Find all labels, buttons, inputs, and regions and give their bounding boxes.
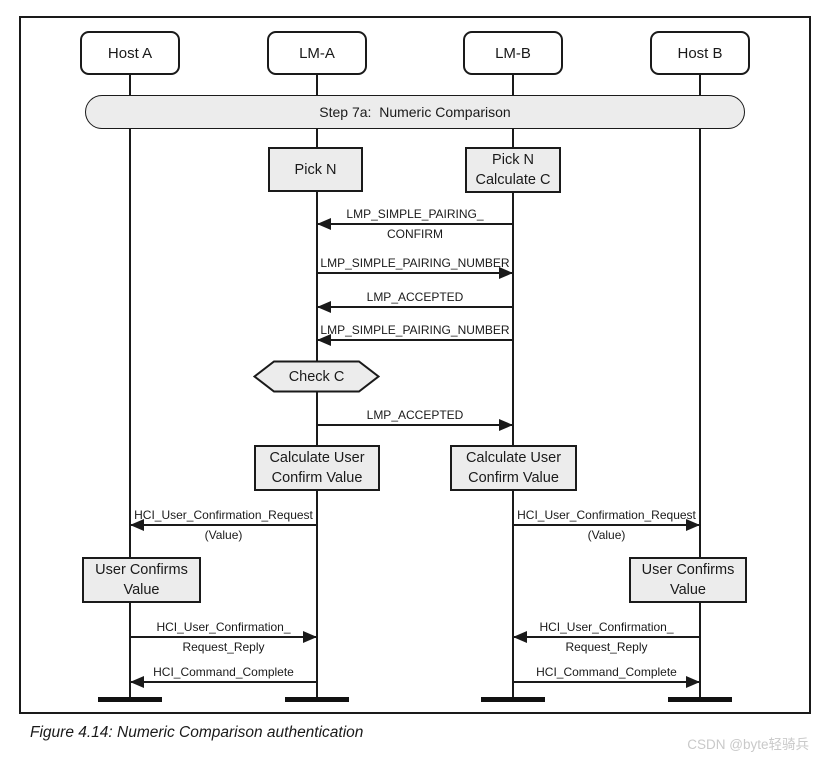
msg-lmp-simple-pairing-number-2-line — [317, 339, 513, 341]
user-confirms-value-hosta-label-1: User Confirms — [95, 562, 188, 578]
msg-hci-user-confirmation-request-b-line — [513, 524, 700, 526]
msg-hci-user-confirmation-request-b-label-2: (Value) — [587, 528, 626, 542]
pick-n-calc-c-box-lmb: Pick N Calculate C — [465, 147, 561, 193]
actor-box-host-a: Host A — [80, 31, 180, 75]
msg-hci-user-confirmation-reply-b-label-1: HCI_User_Confirmation_ — [539, 620, 674, 634]
calc-user-confirm-lma-label-1: Calculate User — [269, 450, 365, 466]
msg-lmp-simple-pairing-confirm-line — [317, 223, 513, 225]
msg-hci-command-complete-a-line — [130, 681, 317, 683]
check-c-hexagon-shape — [252, 360, 381, 393]
terminator-lm-b — [481, 697, 545, 702]
msg-lmp-simple-pairing-confirm-label-1: LMP_SIMPLE_PAIRING_ — [346, 207, 484, 221]
actor-box-lm-b: LM-B — [463, 31, 563, 75]
msg-lmp-accepted-2-label-1: LMP_ACCEPTED — [366, 408, 464, 422]
pick-n-calc-c-box-lmb-label-2: Calculate C — [475, 172, 551, 188]
actor-label-host-a: Host A — [107, 44, 153, 62]
msg-lmp-simple-pairing-number-2-label-1: LMP_SIMPLE_PAIRING_NUMBER — [320, 323, 510, 337]
figure-caption: Figure 4.14: Numeric Comparison authenti… — [30, 724, 364, 741]
msg-hci-user-confirmation-request-a-line — [130, 524, 317, 526]
msg-lmp-simple-pairing-number-2-arrowhead — [317, 334, 331, 346]
msg-hci-command-complete-b-line — [513, 681, 700, 683]
user-confirms-value-hostb-label-1: User Confirms — [641, 562, 735, 578]
step-banner: Step 7a: Numeric Comparison — [85, 95, 745, 129]
actor-label-host-b: Host B — [677, 44, 723, 62]
msg-hci-user-confirmation-request-a-label-1: HCI_User_Confirmation_Request — [134, 508, 313, 522]
msg-hci-user-confirmation-reply-a-label-1: HCI_User_Confirmation_ — [156, 620, 291, 634]
msg-lmp-accepted-1-label-1: LMP_ACCEPTED — [366, 290, 464, 304]
step-banner-label: Step 7a: Numeric Comparison — [319, 104, 511, 120]
check-c-hexagon: Check C — [252, 360, 381, 393]
terminator-lm-a — [285, 697, 349, 702]
msg-lmp-simple-pairing-number-1-arrowhead — [499, 267, 513, 279]
terminator-host-a — [98, 697, 162, 702]
msg-lmp-accepted-2-line — [317, 424, 513, 426]
user-confirms-value-hostb-label-2: Value — [669, 582, 706, 598]
msg-hci-user-confirmation-reply-a-label-2: Request_Reply — [182, 640, 265, 654]
calc-user-confirm-lmb-label-1: Calculate User — [465, 450, 562, 466]
lifeline-host-b — [699, 75, 701, 700]
lifeline-lm-b — [512, 75, 514, 700]
pick-n-box-lma: Pick N — [268, 147, 363, 192]
msg-lmp-accepted-1-line — [317, 306, 513, 308]
msg-hci-user-confirmation-request-b-arrowhead — [686, 519, 700, 531]
user-confirms-value-hosta-label-2: Value — [123, 582, 160, 598]
watermark-text: CSDN @byte轻骑兵 — [687, 737, 809, 752]
pick-n-box-lma-label-1: Pick N — [294, 161, 337, 178]
msg-lmp-accepted-2-arrowhead — [499, 419, 513, 431]
actor-box-lm-a: LM-A — [267, 31, 367, 75]
msg-hci-user-confirmation-request-b-label-1: HCI_User_Confirmation_Request — [517, 508, 696, 522]
calc-user-confirm-lma-label-2: Confirm Value — [271, 470, 363, 486]
actor-box-host-b: Host B — [650, 31, 750, 75]
msg-lmp-simple-pairing-number-1-label-1: LMP_SIMPLE_PAIRING_NUMBER — [320, 256, 510, 270]
pick-n-calc-c-box-lmb-label-1: Pick N — [492, 152, 534, 168]
msg-lmp-simple-pairing-number-1-line — [317, 272, 513, 274]
msg-hci-user-confirmation-reply-a-arrowhead — [303, 631, 317, 643]
msg-hci-user-confirmation-reply-b-arrowhead — [513, 631, 527, 643]
msg-lmp-accepted-1-arrowhead — [317, 301, 331, 313]
msg-hci-user-confirmation-request-a-arrowhead — [130, 519, 144, 531]
msg-hci-user-confirmation-reply-b-line — [513, 636, 700, 638]
msg-hci-command-complete-a-arrowhead — [130, 676, 144, 688]
msg-hci-command-complete-b-arrowhead — [686, 676, 700, 688]
lifeline-host-a — [129, 75, 131, 700]
msg-hci-command-complete-a-label-1: HCI_Command_Complete — [153, 665, 294, 679]
actor-label-lm-a: LM-A — [299, 44, 335, 62]
msg-lmp-simple-pairing-confirm-label-2: CONFIRM — [387, 227, 443, 241]
msg-hci-command-complete-b-label-1: HCI_Command_Complete — [536, 665, 677, 679]
msg-hci-user-confirmation-reply-b-label-2: Request_Reply — [565, 640, 648, 654]
msg-lmp-simple-pairing-confirm-arrowhead — [317, 218, 331, 230]
msg-hci-user-confirmation-request-a-label-2: (Value) — [204, 528, 243, 542]
msg-hci-user-confirmation-reply-a-line — [130, 636, 317, 638]
calc-user-confirm-lmb-label-2: Confirm Value — [468, 470, 559, 486]
terminator-host-b — [668, 697, 732, 702]
actor-label-lm-b: LM-B — [495, 44, 531, 62]
check-c-hexagon-label: Check C — [288, 368, 345, 385]
